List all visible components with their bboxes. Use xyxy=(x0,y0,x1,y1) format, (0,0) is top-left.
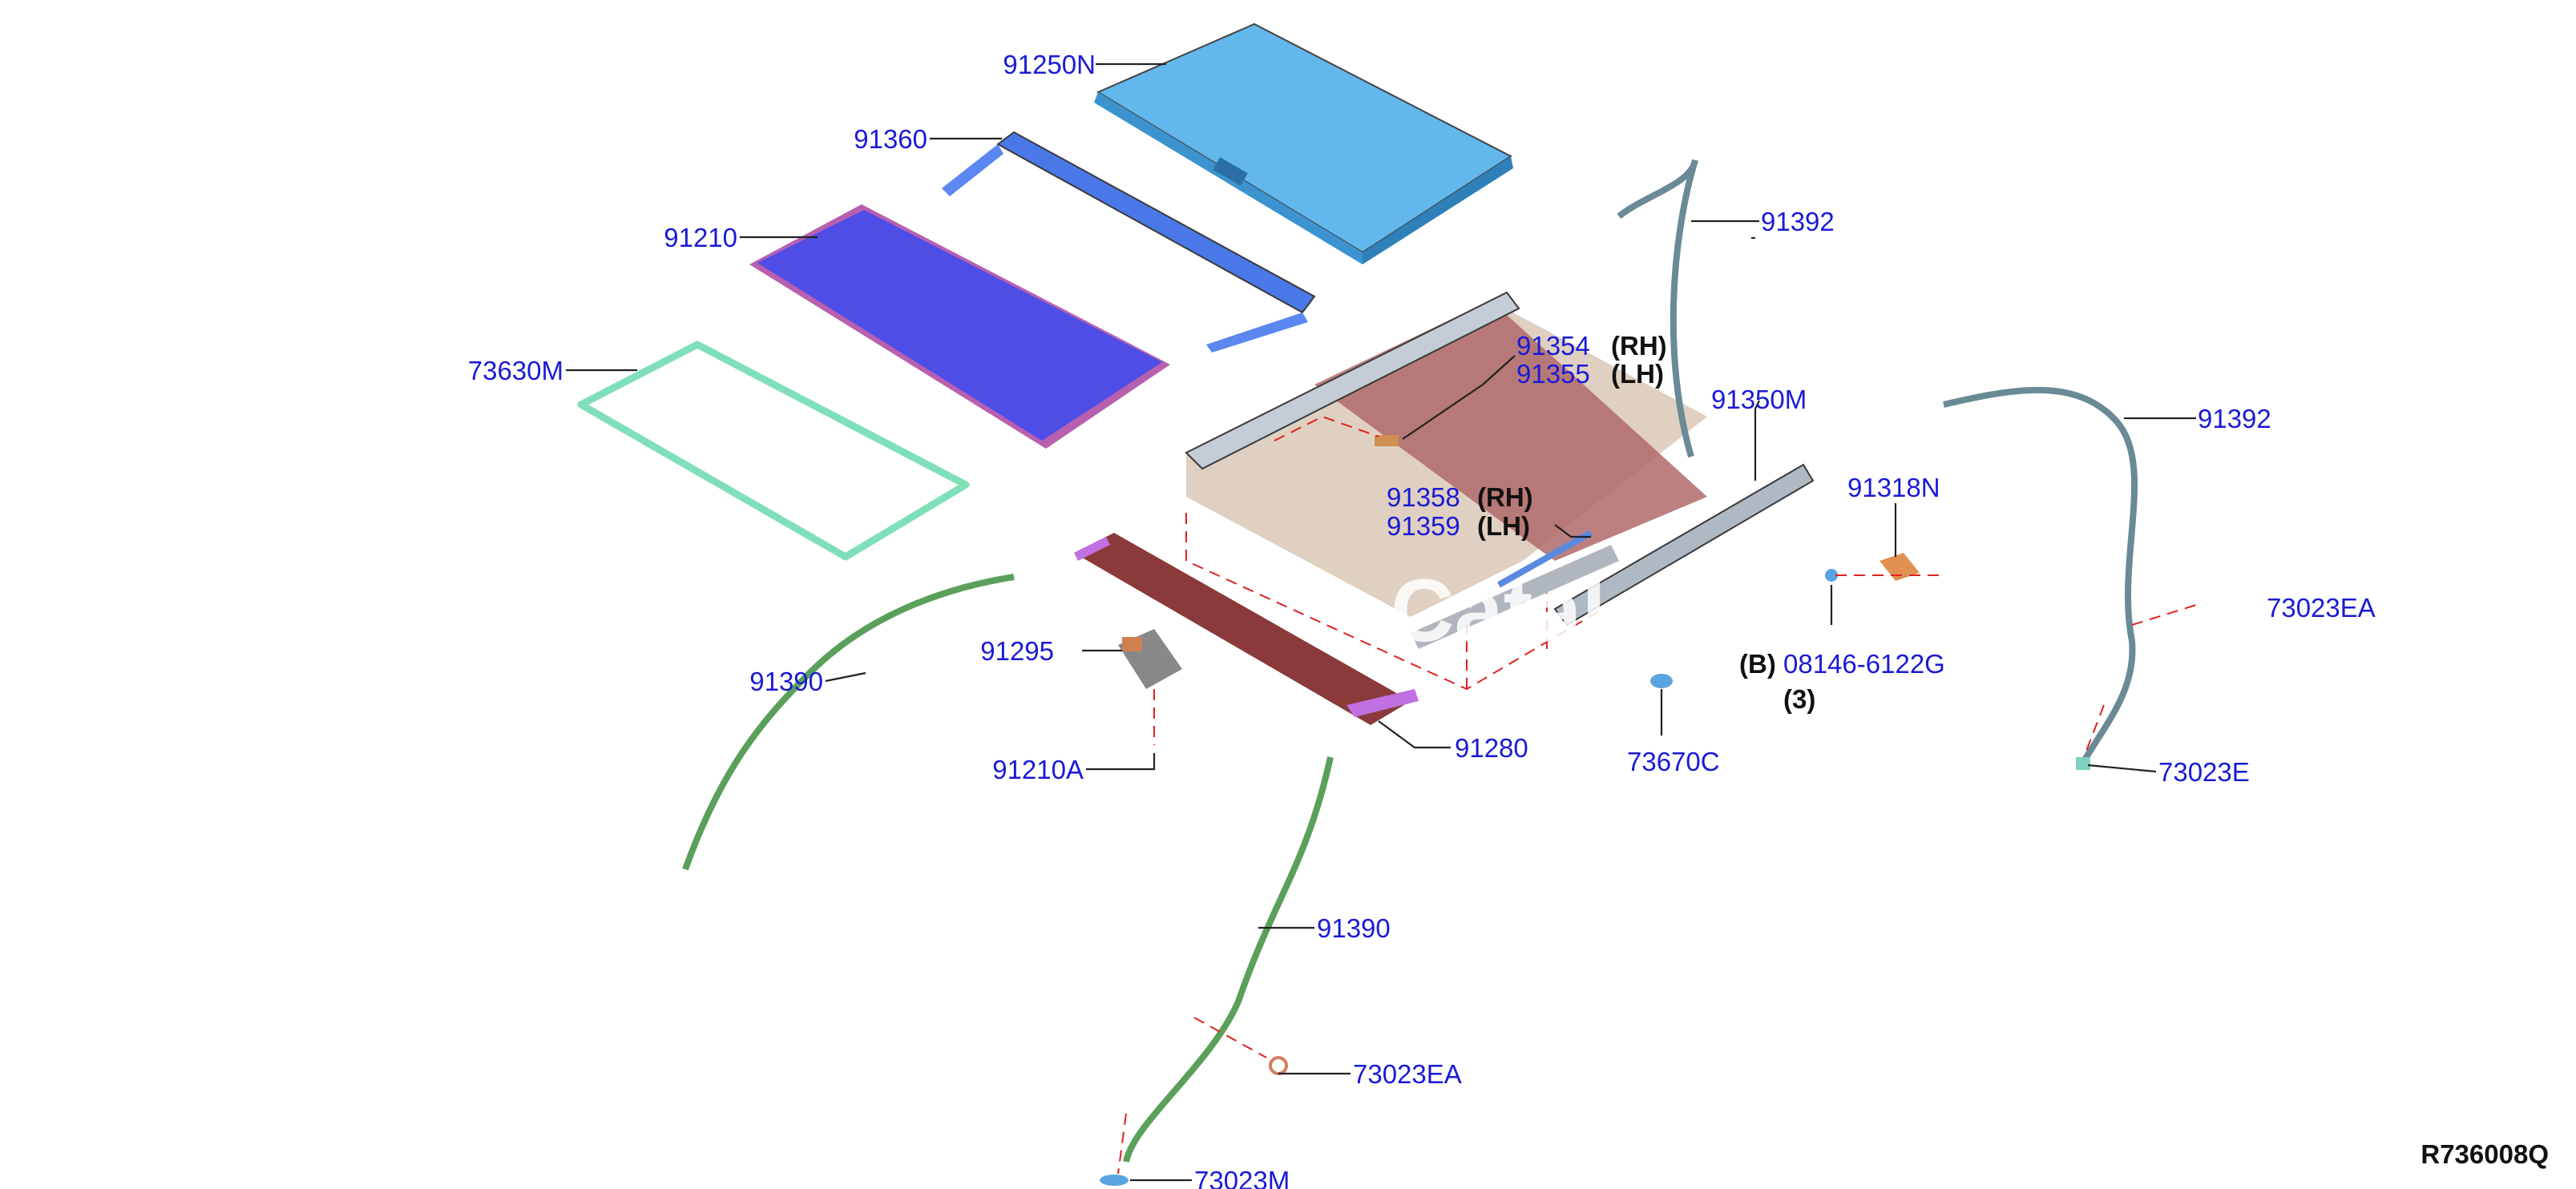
callout-08146-6122G: 08146-6122G xyxy=(1783,649,1945,679)
callout-08146-qty: (3) xyxy=(1783,684,1815,714)
watermark-text: Catal xyxy=(1391,562,1606,660)
grommet-73670C xyxy=(1650,674,1673,688)
callout-73023EA-upper: 73023EA xyxy=(2267,593,2376,623)
callout-91355: 91355 xyxy=(1516,359,1590,389)
drain-hose-front-left xyxy=(682,574,1015,871)
drain-hose-rear-right xyxy=(1943,386,2138,764)
callout-91210: 91210 xyxy=(664,223,737,252)
dashed-reference-lines xyxy=(1117,415,2197,1175)
callout-73023M: 73023M xyxy=(1194,1166,1290,1189)
bracket-91318N xyxy=(1825,553,1920,582)
callout-73023EA-lower: 73023EA xyxy=(1353,1059,1462,1089)
rear-cross-member xyxy=(1074,533,1419,725)
callout-91250N: 91250N xyxy=(1003,50,1096,79)
callout-91318N: 91318N xyxy=(1847,473,1940,502)
callout-73023E: 73023E xyxy=(2158,757,2250,787)
callout-08146-prefix: (B) xyxy=(1739,649,1776,679)
callout-91359: 91359 xyxy=(1387,511,1460,541)
drain-hose-front-right xyxy=(1617,159,1698,458)
clip-73023M xyxy=(1100,1175,1129,1186)
callout-91355-side: (LH) xyxy=(1611,359,1664,389)
diagram-ref-code: R736008Q xyxy=(2421,1139,2549,1169)
callout-91390-rear: 91390 xyxy=(1317,913,1391,943)
sunroof-frame xyxy=(1185,291,1815,649)
callout-91354-side: (RH) xyxy=(1611,331,1667,361)
callout-91360: 91360 xyxy=(854,124,927,154)
drain-hose-rear-left xyxy=(1123,756,1334,1163)
callout-91359-side: (LH) xyxy=(1477,511,1530,541)
clip-73023E xyxy=(2076,757,2090,770)
clip-91354 xyxy=(1375,435,1399,446)
callout-73630M: 73630M xyxy=(468,356,563,385)
front-deflector xyxy=(942,131,1316,353)
callout-91210A: 91210A xyxy=(992,755,1084,784)
callout-91392-rear: 91392 xyxy=(2198,404,2271,433)
glass-seal xyxy=(577,341,970,561)
sunshade-panel xyxy=(1094,22,1513,264)
callout-91358: 91358 xyxy=(1387,482,1460,512)
callout-91392-front: 91392 xyxy=(1761,207,1835,236)
callout-91358-side: (RH) xyxy=(1477,482,1533,512)
callout-91390-front: 91390 xyxy=(749,667,823,696)
sunroof-glass xyxy=(749,204,1170,449)
callout-labels: 91250N 91360 91210 73630M 91392 91354 (R… xyxy=(468,50,2376,1189)
motor-91295 xyxy=(1118,629,1182,689)
leader-lines xyxy=(566,62,2196,1182)
callout-91295: 91295 xyxy=(980,636,1054,666)
cable-91358 xyxy=(1497,530,1593,588)
callout-91354: 91354 xyxy=(1516,331,1590,361)
clip-73023EA-lower xyxy=(1269,1056,1288,1075)
callout-73670C: 73670C xyxy=(1627,747,1720,776)
callout-91280: 91280 xyxy=(1455,733,1528,763)
callout-91350M: 91350M xyxy=(1711,385,1807,414)
